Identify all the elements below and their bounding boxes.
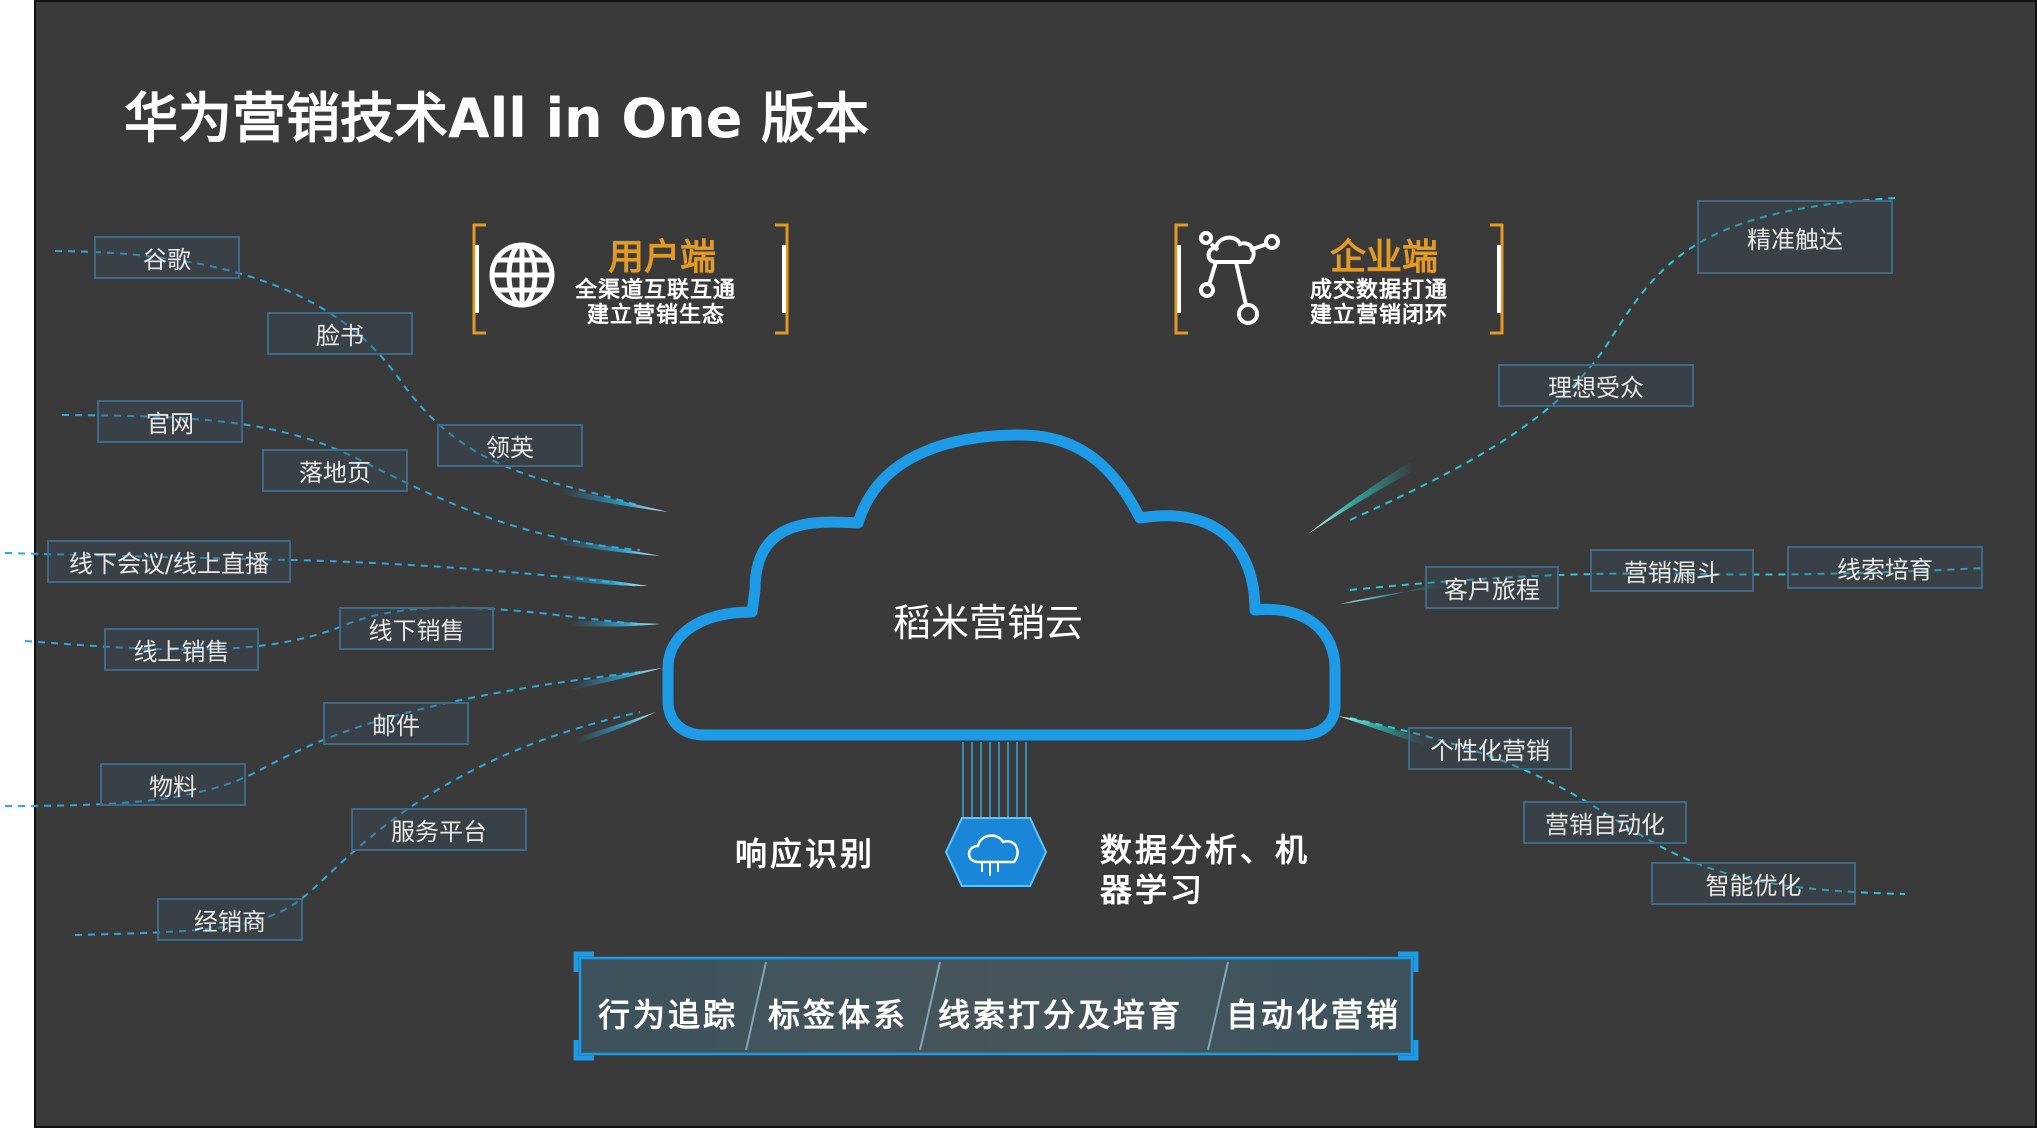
- response-recognition-text: 响应识别: [735, 835, 876, 873]
- output-personalized-marketing: 个性化营销: [1408, 727, 1572, 770]
- channel-google: 谷歌: [94, 236, 240, 279]
- output-customer-journey: 客户旅程: [1425, 566, 1559, 609]
- globe-icon: [489, 242, 555, 308]
- bar-lead-scoring: 线索打分及培育: [938, 996, 1184, 1034]
- enterprise-side-line2: 建立营销闭环: [1310, 303, 1449, 328]
- output-ideal-audience: 理想受众: [1498, 364, 1694, 407]
- output-smart-optimization: 智能优化: [1651, 862, 1856, 905]
- left-connectors: [4, 250, 641, 936]
- page-title: 华为营销技术All in One 版本: [124, 87, 870, 150]
- enterprise-side-bracket-inner: [1177, 245, 1501, 313]
- bar-automated-marketing: 自动化营销: [1226, 996, 1402, 1034]
- network-icon: [1199, 231, 1280, 325]
- output-marketing-funnel: 营销漏斗: [1590, 549, 1754, 592]
- cloud-chip-icon: [944, 817, 1048, 887]
- channel-service-platform: 服务平台: [351, 808, 527, 851]
- output-lead-nurturing: 线索培育: [1787, 546, 1983, 589]
- user-side-line2: 建立营销生态: [587, 303, 726, 328]
- bottom-bar-frame: [573, 951, 1419, 1061]
- user-side-bracket-inner: [475, 245, 786, 313]
- user-side-bracket: [472, 223, 789, 335]
- channel-online-sales: 线上销售: [104, 628, 259, 671]
- channel-offline-sales: 线下销售: [339, 607, 494, 650]
- channel-distributor: 经销商: [157, 898, 303, 941]
- channel-website: 官网: [97, 400, 243, 443]
- user-side-line1: 全渠道互联互通: [575, 278, 737, 303]
- enterprise-side-line1: 成交数据打通: [1310, 278, 1449, 303]
- left-light-streaks: [560, 488, 668, 744]
- cloud-shape: [662, 429, 1341, 741]
- bar-tag-system: 标签体系: [768, 996, 909, 1034]
- channel-events-live: 线下会议/线上直播: [47, 540, 291, 583]
- cloud-label: 稻米营销云: [893, 601, 1084, 645]
- right-connectors: [1349, 197, 1986, 895]
- enterprise-side-heading: 企业端: [1330, 237, 1439, 278]
- cloud-circuit-lines: [962, 742, 1027, 822]
- output-precise-reach: 精准触达: [1697, 200, 1893, 274]
- channel-linkedin: 领英: [437, 424, 583, 467]
- channel-materials: 物料: [100, 763, 246, 806]
- channel-email: 邮件: [323, 702, 469, 745]
- data-analysis-text: 数据分析、机器学习: [1100, 831, 1311, 909]
- channel-facebook: 脸书: [267, 312, 413, 355]
- enterprise-side-bracket: [1174, 223, 1504, 335]
- right-light-streaks: [1308, 462, 1440, 746]
- channel-landing-page: 落地页: [262, 449, 408, 492]
- output-marketing-automation: 营销自动化: [1523, 801, 1687, 844]
- bar-behavior-tracking: 行为追踪: [598, 996, 739, 1034]
- user-side-heading: 用户端: [608, 237, 717, 278]
